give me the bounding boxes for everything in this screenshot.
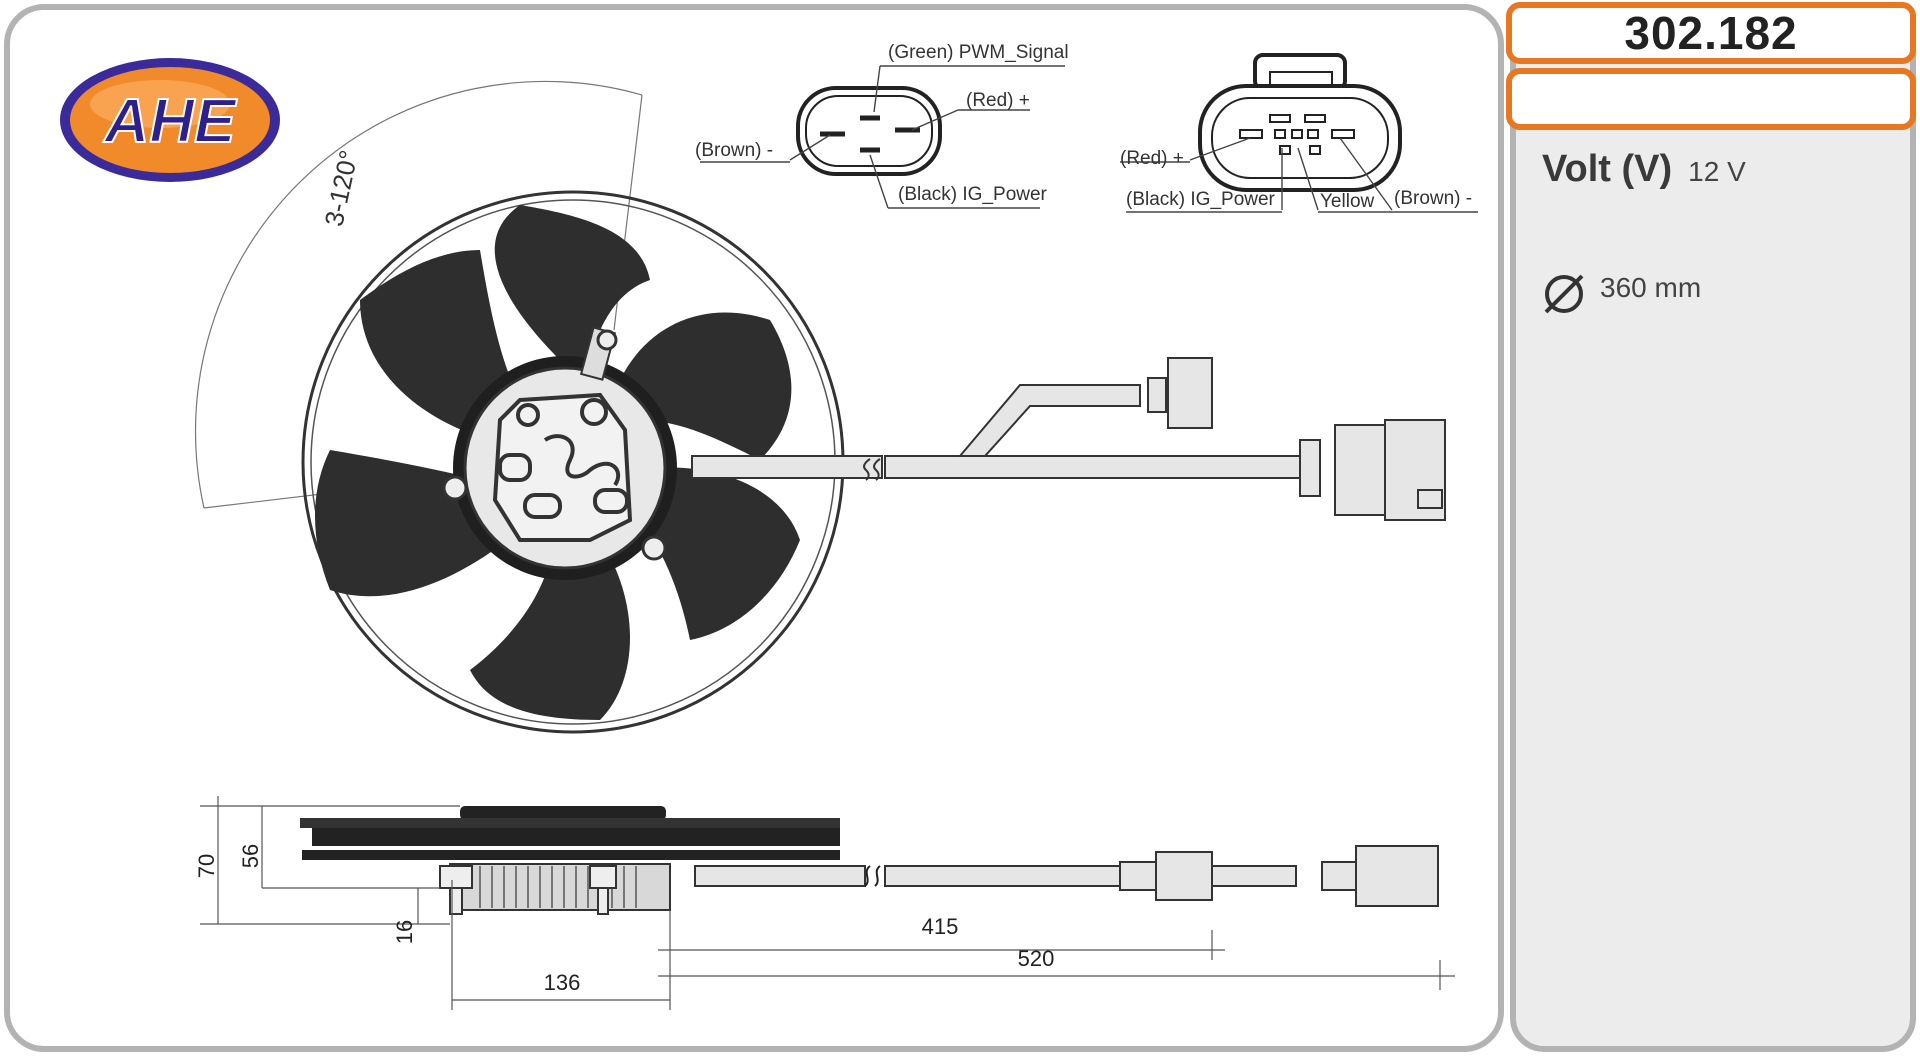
spec-diameter: 360 mm [1542,272,1701,316]
dimension-lines [200,796,1455,1010]
dim-136: 136 [544,970,581,995]
part-number: 302.182 [1624,7,1798,59]
spec-volt: Volt (V) 12 V [1542,148,1746,191]
left-red-label: (Red) + [966,90,1030,111]
dim-520: 520 [1018,946,1055,971]
volt-value: 12 V [1688,156,1746,187]
right-brown-label: (Brown) - [1394,188,1472,209]
right-black-label: (Black) IG_Power [1126,189,1276,210]
logo-text: AHE [103,87,238,156]
volt-label: Volt (V) [1542,148,1673,190]
left-green-label: (Green) PWM_Signal [888,42,1069,63]
spec-panel [1510,4,1916,1052]
cable-front-view [691,357,1446,521]
left-black-label: (Black) IG_Power [898,184,1048,205]
technical-drawing: AHE 3-120° [60,42,1478,1010]
part-secondary-box [1506,68,1916,130]
diameter-icon [1544,274,1584,314]
right-yellow-label: Yellow [1320,191,1375,212]
dim-56: 56 [238,844,263,868]
fan-front-view [301,190,845,734]
part-number-box: 302.182 [1506,2,1916,64]
cable-side-view [694,845,1439,907]
left-brown-label: (Brown) - [695,140,773,161]
ahe-logo: AHE [60,58,280,182]
dim-70: 70 [194,854,219,878]
right-red-label: (Red) + [1120,148,1184,169]
diameter-value: 360 mm [1600,272,1702,303]
connector-right: (Red) + (Black) IG_Power Yellow (Brown) … [1120,53,1478,213]
dim-16: 16 [392,920,417,944]
fan-blades [315,205,800,720]
connector-left: (Green) PWM_Signal (Red) + (Brown) - (Bl… [695,42,1069,209]
fan-side-view [300,806,840,915]
dim-415: 415 [922,914,959,939]
